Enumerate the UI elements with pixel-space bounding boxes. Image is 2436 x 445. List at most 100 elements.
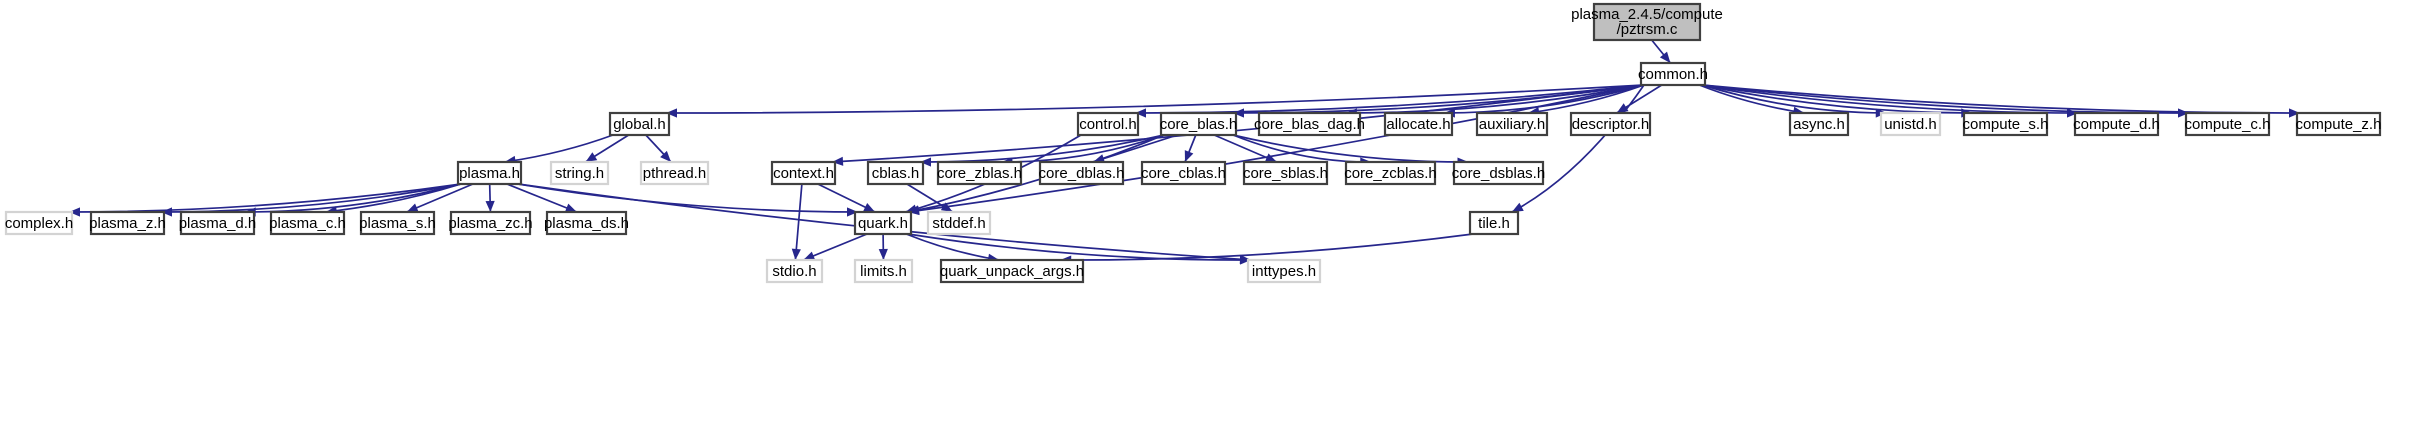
node-box[interactable] — [1475, 111, 1549, 137]
node-box[interactable] — [2295, 111, 2382, 137]
node-box[interactable] — [770, 160, 837, 186]
graph-node-context[interactable]: context.h — [770, 160, 837, 186]
node-box[interactable] — [1242, 160, 1329, 186]
graph-node-string[interactable]: string.h — [549, 160, 610, 186]
graph-node-plasma_z[interactable]: plasma_z.h — [89, 210, 166, 236]
graph-node-control[interactable]: control.h — [1076, 111, 1140, 137]
graph-node-auxiliary[interactable]: auxiliary.h — [1475, 111, 1549, 137]
node-box[interactable] — [2073, 111, 2160, 137]
edges-layer — [68, 39, 2301, 265]
node-box[interactable] — [639, 160, 710, 186]
graph-node-compute_z[interactable]: compute_z.h — [2295, 111, 2382, 137]
node-box[interactable] — [1383, 111, 1454, 137]
graph-node-plasma_s[interactable]: plasma_s.h — [359, 210, 436, 236]
graph-node-unistd[interactable]: unistd.h — [1879, 111, 1942, 137]
graph-node-plasma_ds[interactable]: plasma_ds.h — [544, 210, 629, 236]
edge-arrowhead — [585, 152, 598, 162]
node-box[interactable] — [608, 111, 671, 137]
graph-node-quark_unpack[interactable]: quark_unpack_args.h — [939, 258, 1085, 284]
graph-node-common[interactable]: common.h — [1638, 61, 1708, 87]
graph-node-plasma_d[interactable]: plasma_d.h — [179, 210, 257, 236]
node-box[interactable] — [1962, 111, 2049, 137]
node-box[interactable] — [926, 210, 992, 236]
node-box[interactable] — [4, 210, 74, 236]
graph-node-plasma_zc[interactable]: plasma_zc.h — [448, 210, 533, 236]
node-box[interactable] — [359, 210, 436, 236]
node-box[interactable] — [1257, 111, 1362, 137]
node-box[interactable] — [1159, 111, 1238, 137]
dependency-edge — [1698, 84, 1805, 114]
graph-node-core_sblas[interactable]: core_sblas.h — [1242, 160, 1329, 186]
node-box[interactable] — [456, 160, 523, 186]
node-box[interactable] — [1140, 160, 1227, 186]
node-box[interactable] — [1076, 111, 1140, 137]
edge-arrowhead — [940, 202, 953, 212]
graph-node-async[interactable]: async.h — [1788, 111, 1850, 137]
node-box[interactable] — [853, 210, 913, 236]
edge-arrowhead — [161, 207, 172, 217]
node-box[interactable] — [89, 210, 166, 236]
node-box[interactable] — [1468, 210, 1520, 236]
graph-node-global[interactable]: global.h — [608, 111, 671, 137]
graph-node-complex[interactable]: complex.h — [4, 210, 74, 236]
graph-node-stddef[interactable]: stddef.h — [926, 210, 992, 236]
node-box[interactable] — [939, 258, 1085, 284]
edge-arrowhead — [1511, 202, 1524, 212]
edge-arrowhead — [660, 150, 671, 162]
node-box[interactable] — [1038, 160, 1125, 186]
edge-arrowhead — [69, 207, 80, 217]
graph-node-plasma_c[interactable]: plasma_c.h — [269, 210, 346, 236]
graph-node-allocate[interactable]: allocate.h — [1383, 111, 1454, 137]
graph-node-quark[interactable]: quark.h — [853, 210, 913, 236]
graph-node-core_zcblas[interactable]: core_zcblas.h — [1344, 160, 1437, 186]
edge-arrowhead — [1264, 153, 1277, 162]
graph-node-compute_d[interactable]: compute_d.h — [2073, 111, 2160, 137]
dependency-edge — [907, 84, 1645, 213]
dependency-edge — [1511, 84, 1645, 213]
node-box[interactable] — [1569, 111, 1652, 137]
graph-node-core_zblas[interactable]: core_zblas.h — [936, 160, 1023, 186]
dependency-edge — [506, 183, 578, 213]
node-box[interactable] — [1592, 2, 1702, 42]
graph-node-inttypes[interactable]: inttypes.h — [1246, 258, 1322, 284]
graph-node-pthread[interactable]: pthread.h — [639, 160, 710, 186]
graph-node-compute_s[interactable]: compute_s.h — [1962, 111, 2049, 137]
graph-node-tile[interactable]: tile.h — [1468, 210, 1520, 236]
edge-arrowhead — [564, 203, 577, 213]
node-box[interactable] — [765, 258, 824, 284]
edge-arrowhead — [406, 203, 419, 212]
node-box[interactable] — [449, 210, 532, 236]
dependency-edge — [504, 134, 614, 163]
node-box[interactable] — [1452, 160, 1545, 186]
graph-node-core_blas[interactable]: core_blas.h — [1159, 111, 1238, 137]
graph-node-compute_c[interactable]: compute_c.h — [2184, 111, 2271, 137]
node-box[interactable] — [853, 258, 914, 284]
graph-node-plasma[interactable]: plasma.h — [456, 160, 523, 186]
graph-node-cblas[interactable]: cblas.h — [866, 160, 925, 186]
graph-node-limits[interactable]: limits.h — [853, 258, 914, 284]
node-box[interactable] — [549, 160, 610, 186]
dependency-edge — [406, 183, 474, 213]
graph-node-core_dblas[interactable]: core_dblas.h — [1038, 160, 1125, 186]
graph-node-stdio[interactable]: stdio.h — [765, 258, 824, 284]
node-box[interactable] — [1788, 111, 1850, 137]
node-box[interactable] — [936, 160, 1023, 186]
graph-node-core_dsblas[interactable]: core_dsblas.h — [1452, 160, 1545, 186]
node-box[interactable] — [269, 210, 346, 236]
graph-node-core_cblas[interactable]: core_cblas.h — [1140, 160, 1227, 186]
node-box[interactable] — [2184, 111, 2271, 137]
edge-arrowhead — [1135, 108, 1146, 118]
node-box[interactable] — [179, 210, 256, 236]
node-box[interactable] — [545, 210, 628, 236]
node-box[interactable] — [866, 160, 925, 186]
edge-arrowhead — [2178, 108, 2189, 118]
edge-arrowhead — [878, 248, 888, 260]
graph-node-descriptor[interactable]: descriptor.h — [1569, 111, 1652, 137]
node-box[interactable] — [1344, 160, 1437, 186]
node-box[interactable] — [1246, 258, 1322, 284]
graph-node-root[interactable]: plasma_2.4.5/compute/pztrsm.c — [1571, 2, 1723, 42]
graph-node-core_blas_dag[interactable]: core_blas_dag.h — [1254, 111, 1365, 137]
edge-arrowhead — [1239, 255, 1251, 265]
node-box[interactable] — [1639, 61, 1707, 87]
node-box[interactable] — [1879, 111, 1942, 137]
